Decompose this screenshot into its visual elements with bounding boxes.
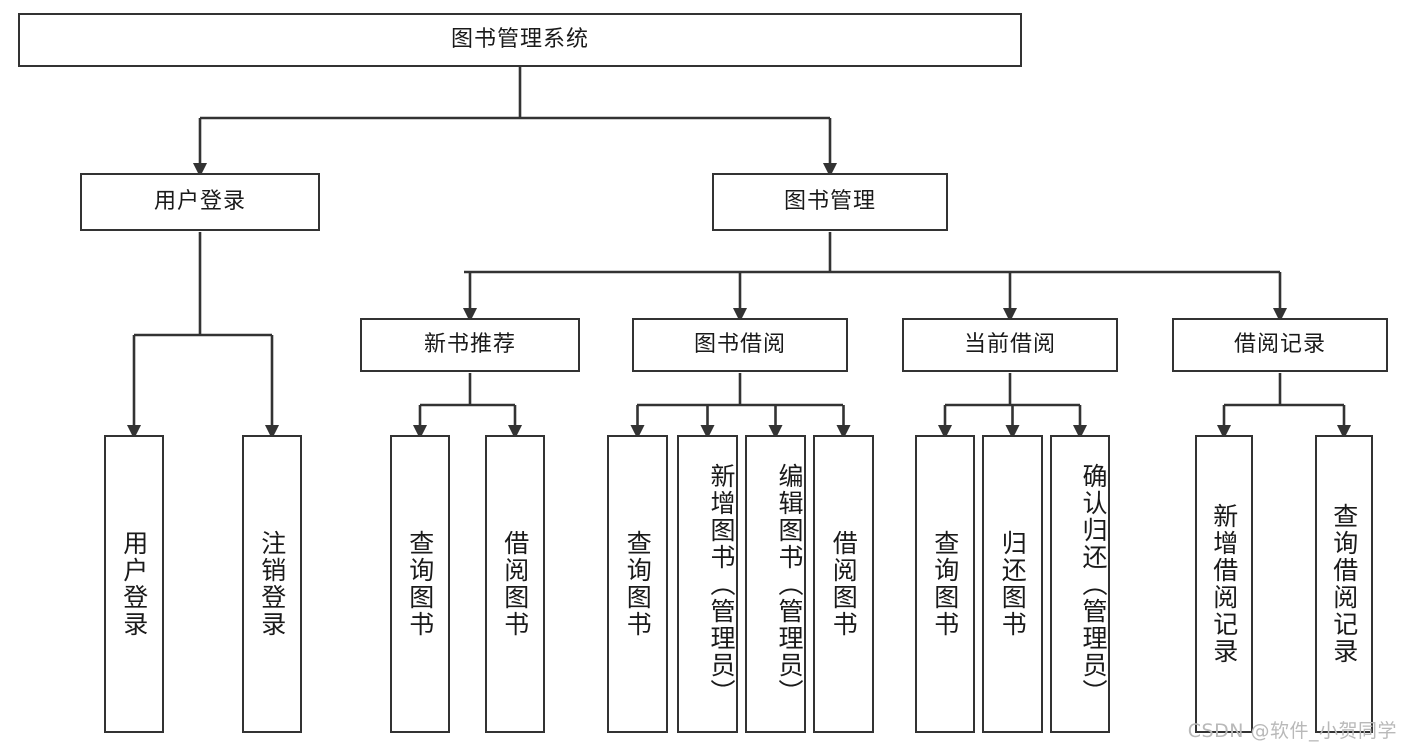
node-leaf-query-borrow-record[interactable]: 查询借阅记录	[1315, 435, 1373, 733]
node-leaf-user-login[interactable]: 用户登录	[104, 435, 164, 733]
node-label: 编辑图书（管理员）	[775, 462, 804, 706]
node-leaf-borrow-book[interactable]: 借阅图书	[813, 435, 874, 733]
node-label: 归还图书	[998, 530, 1028, 638]
node-label: 新增图书（管理员）	[707, 462, 736, 706]
watermark-label: CSDN @软件_小贺同学	[1187, 720, 1397, 742]
node-label: 查询图书	[623, 530, 653, 638]
node-leaf-edit-book-admin[interactable]: 编辑图书（管理员）	[745, 435, 806, 733]
node-label: 注销登录	[257, 530, 287, 638]
node-label: 用户登录	[153, 188, 246, 214]
node-book-manage[interactable]: 图书管理	[712, 173, 948, 231]
node-root[interactable]: 图书管理系统	[18, 13, 1022, 67]
node-leaf-query-book-borrow[interactable]: 查询图书	[607, 435, 668, 733]
node-label: 查询图书	[930, 530, 960, 638]
node-label: 新增借阅记录	[1209, 503, 1239, 665]
node-leaf-logout[interactable]: 注销登录	[242, 435, 302, 733]
node-label: 借阅图书	[500, 530, 530, 638]
node-leaf-borrow-book-rec[interactable]: 借阅图书	[485, 435, 545, 733]
node-borrow-records[interactable]: 借阅记录	[1172, 318, 1388, 372]
node-label: 借阅记录	[1233, 331, 1326, 357]
node-label: 当前借阅	[963, 331, 1056, 357]
node-label: 借阅图书	[829, 530, 859, 638]
node-current-borrow[interactable]: 当前借阅	[902, 318, 1118, 372]
node-leaf-return-book[interactable]: 归还图书	[982, 435, 1043, 733]
node-leaf-add-book-admin[interactable]: 新增图书（管理员）	[677, 435, 738, 733]
node-label: 图书管理	[783, 188, 876, 214]
node-leaf-query-book-rec[interactable]: 查询图书	[390, 435, 450, 733]
node-label: 查询借阅记录	[1329, 503, 1359, 665]
node-leaf-confirm-return-admin[interactable]: 确认归还（管理员）	[1050, 435, 1110, 733]
node-label: 图书管理系统	[450, 26, 589, 52]
node-user-login[interactable]: 用户登录	[80, 173, 320, 231]
node-label: 新书推荐	[423, 331, 516, 357]
node-book-borrow[interactable]: 图书借阅	[632, 318, 848, 372]
node-label: 用户登录	[119, 530, 149, 638]
node-leaf-query-book-cur[interactable]: 查询图书	[915, 435, 975, 733]
node-label: 图书借阅	[693, 331, 786, 357]
node-leaf-add-borrow-record[interactable]: 新增借阅记录	[1195, 435, 1253, 733]
node-new-book-recommend[interactable]: 新书推荐	[360, 318, 580, 372]
node-label: 确认归还（管理员）	[1079, 462, 1108, 706]
node-label: 查询图书	[405, 530, 435, 638]
